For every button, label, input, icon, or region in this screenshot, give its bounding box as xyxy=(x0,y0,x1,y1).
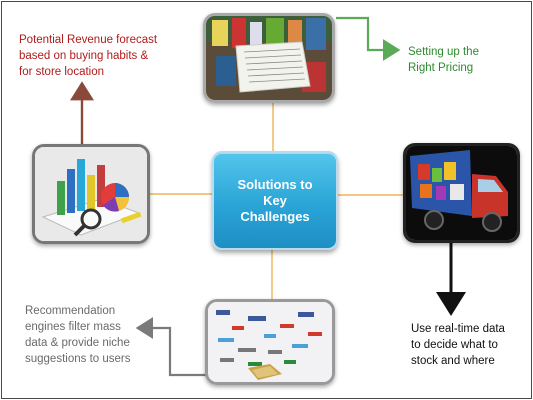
recommendation-note-line-1: Recommendation xyxy=(25,305,116,317)
realtime-note-line-2: to decide what to xyxy=(411,339,498,351)
pricing-note: Setting up the Right Pricing xyxy=(408,44,528,76)
recommendation-note-line-3: data & provide niche xyxy=(25,337,130,349)
realtime-note-line-3: stock and where xyxy=(411,355,495,367)
analytics-charts-icon xyxy=(35,147,147,241)
brand-logos-cloud-icon xyxy=(208,302,332,382)
receipt-groceries-image xyxy=(203,13,335,103)
recommendation-note-line-2: engines filter mass xyxy=(25,321,121,333)
revenue-note-line-3: for store location xyxy=(19,66,105,78)
revenue-note-line-1: Potential Revenue forecast xyxy=(19,34,158,46)
analytics-charts-image xyxy=(32,144,150,244)
central-hub-title-line-1: Solutions to Key xyxy=(237,176,313,208)
brand-logos-cloud-image xyxy=(205,299,335,385)
receipt-groceries-icon xyxy=(206,16,332,100)
central-hub-title-line-2: Challenges xyxy=(240,208,310,224)
central-hub-title: Solutions to Key Challenges xyxy=(214,177,336,225)
delivery-truck-icon xyxy=(406,146,517,240)
pricing-note-line-1: Setting up the xyxy=(408,46,479,58)
delivery-truck-image xyxy=(403,143,520,243)
recommendation-engine-note: Recommendation engines filter mass data … xyxy=(25,303,140,367)
recommendation-note-line-4: suggestions to users xyxy=(25,353,131,365)
central-hub-box: Solutions to Key Challenges xyxy=(212,151,338,250)
realtime-data-note: Use real-time data to decide what to sto… xyxy=(411,321,531,369)
recommendation-arrow xyxy=(135,317,210,377)
realtime-note-line-1: Use real-time data xyxy=(411,323,505,335)
pricing-note-line-2: Right Pricing xyxy=(408,62,474,74)
pricing-arrow xyxy=(336,16,401,61)
revenue-note-line-2: based on buying habits & xyxy=(19,50,149,62)
revenue-forecast-note: Potential Revenue forecast based on buyi… xyxy=(19,32,169,80)
